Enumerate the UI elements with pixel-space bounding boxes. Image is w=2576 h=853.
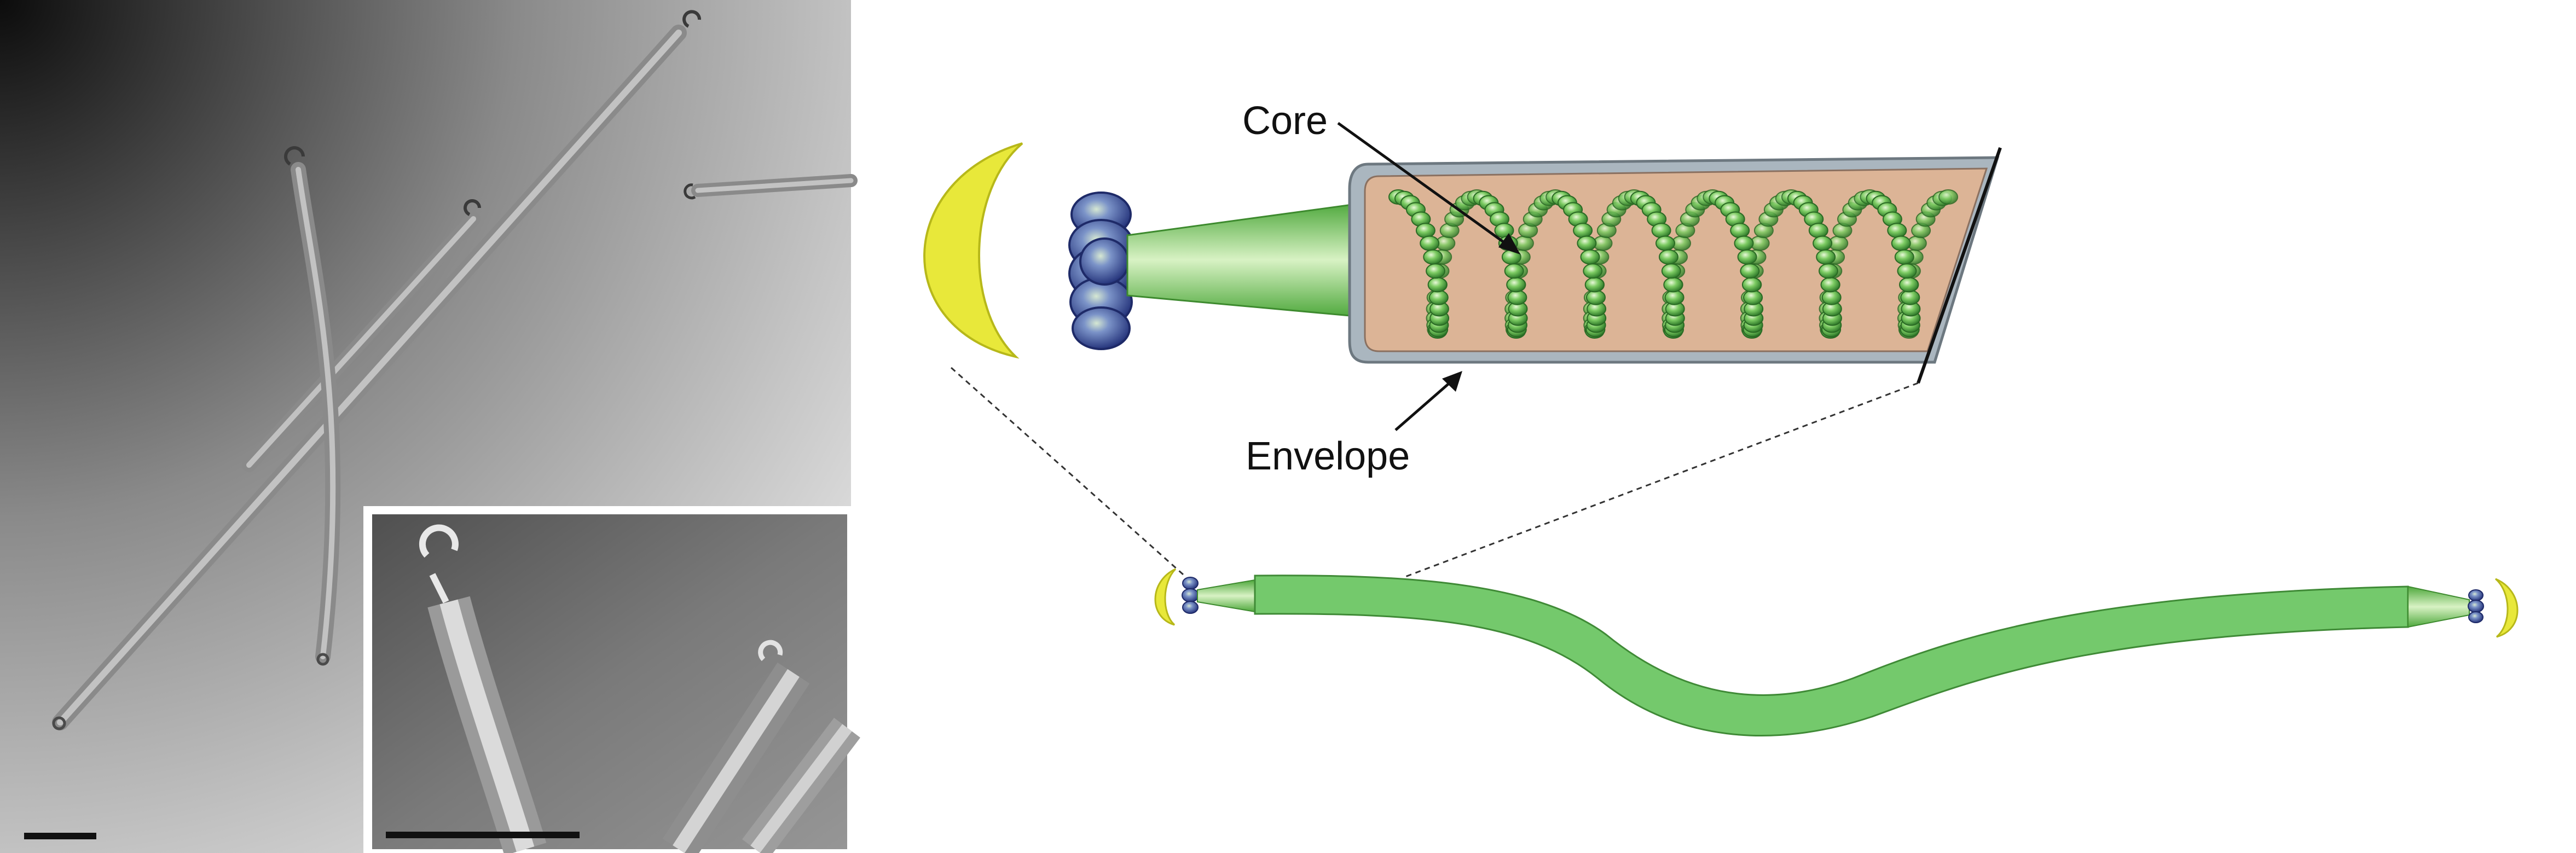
inset-hook-second — [758, 640, 783, 661]
micrograph-filaments — [52, 10, 858, 730]
holdfast-crescent — [923, 142, 1023, 359]
core-bead — [1820, 277, 1840, 293]
envelope-cut-edge — [1917, 147, 2002, 384]
right-cone — [2407, 585, 2470, 628]
core-bead — [1577, 235, 1597, 251]
core-coil — [1388, 189, 1958, 339]
core-bead — [1507, 289, 1527, 305]
core-bead — [1899, 277, 1919, 293]
core-bead — [1730, 223, 1750, 239]
core-bead — [1897, 263, 1917, 279]
core-leader-line — [1337, 121, 1514, 251]
hook-vertical-top — [284, 146, 305, 166]
core-bead — [1740, 263, 1760, 279]
core-bead — [1584, 277, 1605, 293]
core-bead — [1813, 235, 1833, 251]
envelope-label: Envelope — [1246, 434, 1410, 478]
core-bead — [1655, 235, 1675, 251]
core-bead — [1887, 223, 1907, 239]
core-bead — [1891, 235, 1911, 251]
inset-hook-main — [419, 524, 459, 604]
core-bead — [1504, 263, 1524, 279]
core-bead — [1423, 249, 1443, 265]
left-cone — [1197, 579, 1255, 613]
core-bead — [1586, 289, 1606, 305]
envelope-leader-line — [1394, 376, 1457, 431]
core-bead — [1821, 289, 1842, 305]
core-bead — [1651, 223, 1671, 239]
core-bead — [1661, 263, 1681, 279]
core-bead — [1583, 263, 1603, 279]
electron-micrograph — [0, 0, 860, 853]
core-bead — [1819, 263, 1838, 279]
hook-top-right — [682, 10, 701, 28]
inset-micrograph — [363, 506, 860, 853]
hook-edge-left — [684, 183, 696, 200]
core-bead — [1741, 277, 1762, 293]
tapered-cone — [1126, 201, 1369, 318]
core-bead — [1506, 277, 1526, 293]
zoom-line-right — [1405, 382, 1919, 578]
hook-bottom-left — [52, 716, 66, 730]
envelope — [1348, 147, 2002, 384]
core-bead — [1415, 223, 1435, 239]
core-bead — [1426, 263, 1446, 279]
schematic-zoom: Core Envelope — [923, 99, 2002, 578]
core-bead — [1664, 289, 1684, 305]
callout-envelope: Envelope — [1246, 371, 1462, 478]
core-label: Core — [1242, 99, 1328, 143]
core-bead — [1494, 223, 1514, 239]
core-bead — [1573, 223, 1593, 239]
core-bead — [1428, 289, 1449, 305]
zoom-line-left — [951, 367, 1184, 576]
core-bead — [1894, 249, 1914, 265]
hook-cross-top — [464, 199, 481, 216]
core-bead — [1938, 189, 1958, 205]
core-bead — [1580, 249, 1600, 265]
left-holdfast — [1154, 568, 1177, 626]
right-holdfast — [2495, 578, 2519, 638]
scale-bar-inset — [386, 832, 580, 838]
core-bead — [1420, 235, 1440, 251]
filament-schematic — [1154, 568, 2519, 737]
scale-bar-main — [24, 833, 96, 839]
core-arrowhead — [1498, 233, 1520, 254]
callout-core: Core — [1242, 99, 1520, 254]
core-bead — [1900, 289, 1920, 305]
core-bead — [1734, 235, 1754, 251]
core-bead — [1743, 289, 1763, 305]
core-bead — [1659, 249, 1678, 265]
envelope-arrowhead — [1442, 371, 1462, 392]
ring-proteins — [1068, 192, 1134, 350]
hook-vertical-bottom — [316, 653, 329, 666]
wavy-filament-body — [1254, 575, 2409, 737]
core-bead — [1663, 277, 1683, 293]
left-ring-proteins — [1182, 577, 1199, 614]
core-bead — [1427, 277, 1448, 293]
core-bead — [1808, 223, 1828, 239]
right-ring-proteins — [2468, 589, 2484, 623]
core-bead — [1816, 249, 1836, 265]
core-bead — [1737, 249, 1757, 265]
